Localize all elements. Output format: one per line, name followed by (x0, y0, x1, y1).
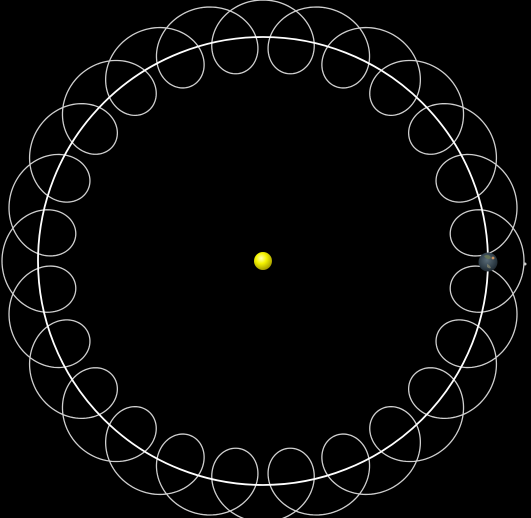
sun-icon (254, 252, 272, 270)
moon-icon (523, 262, 527, 266)
earth-icon (478, 252, 498, 272)
